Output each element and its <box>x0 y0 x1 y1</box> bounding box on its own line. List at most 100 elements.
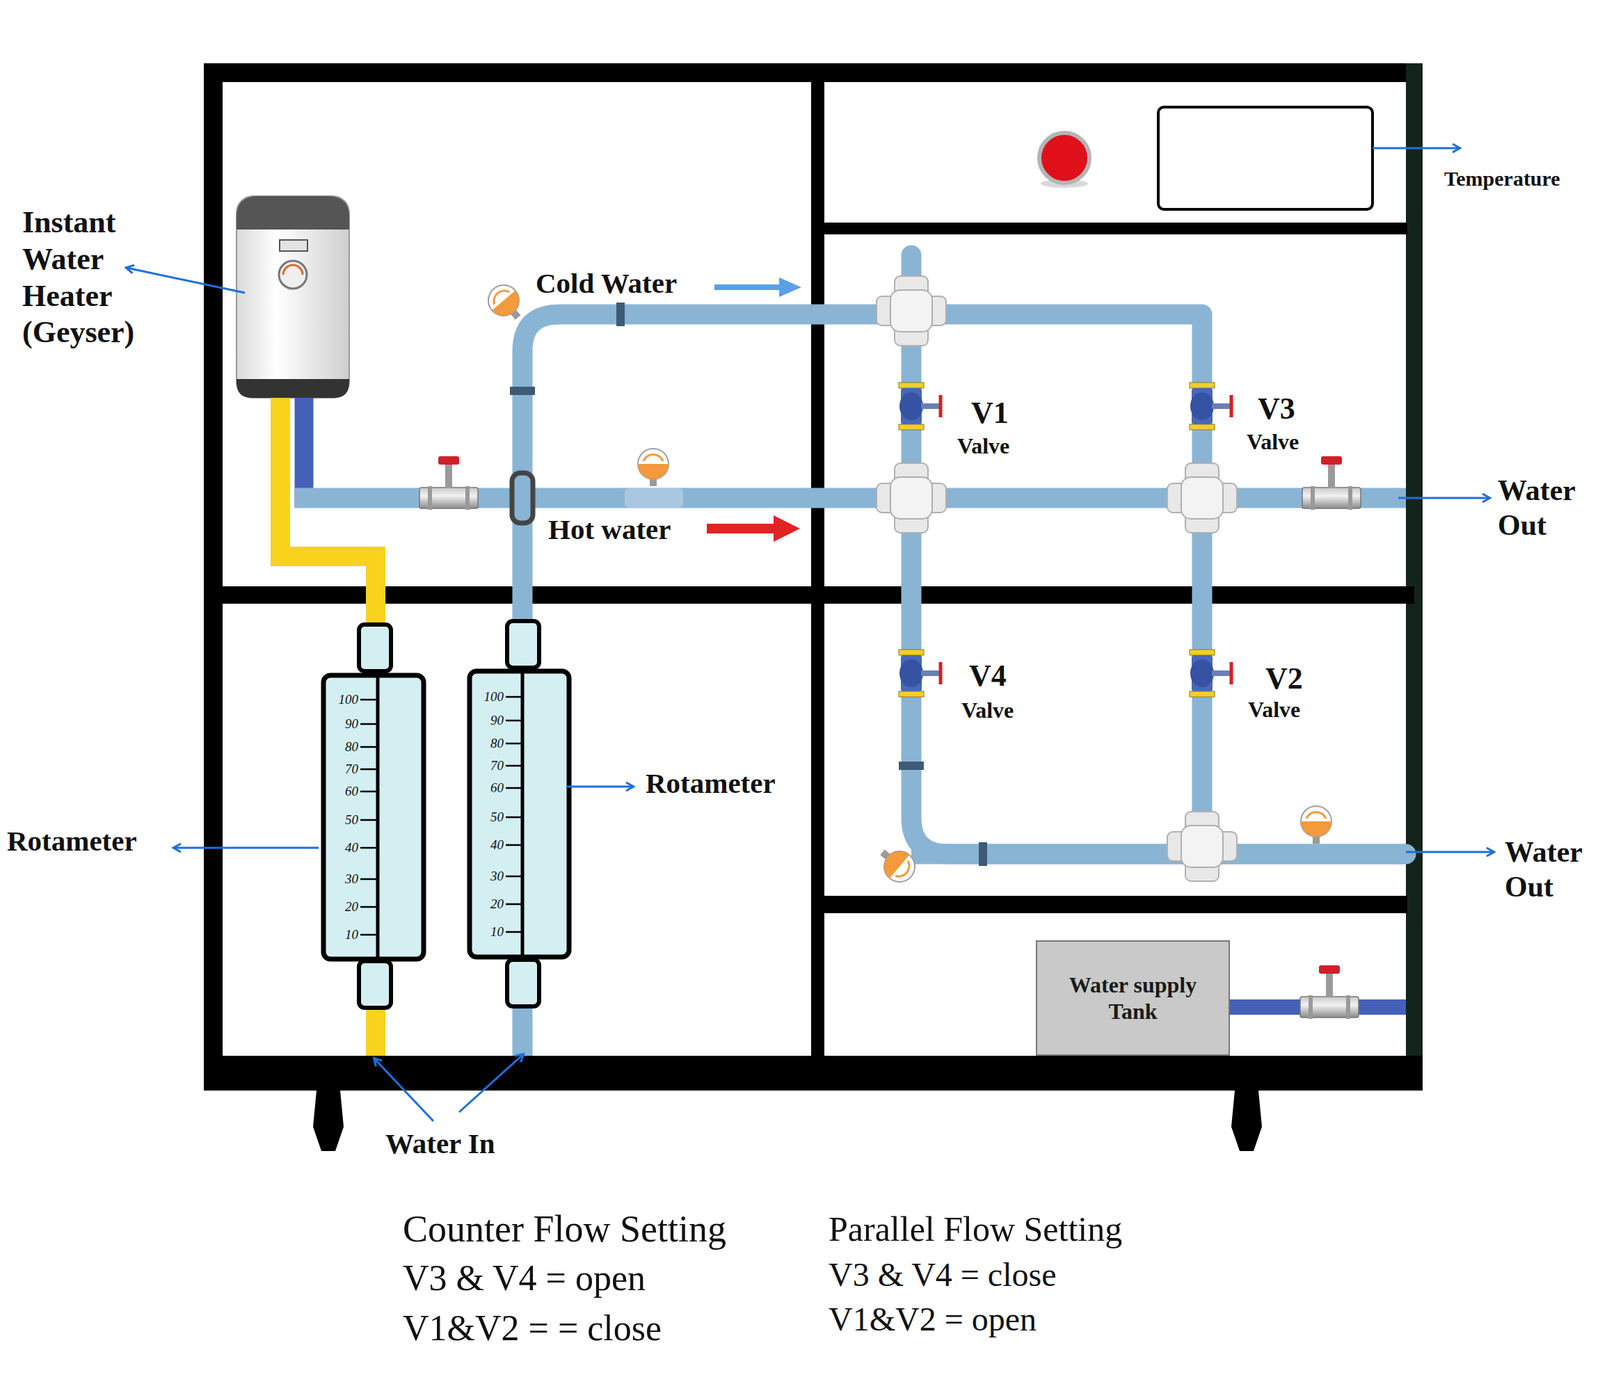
pipework <box>978 842 988 867</box>
tap-valve <box>419 456 1361 1020</box>
scale-number: 80 <box>345 739 359 756</box>
gate-valve <box>898 649 941 698</box>
rotameter-symbol <box>507 621 540 668</box>
gate-valve <box>898 382 1232 698</box>
leader-arrow <box>374 1058 434 1122</box>
scale-number: 40 <box>345 840 359 857</box>
rotameter-symbol <box>360 699 378 702</box>
scale-number: 10 <box>490 924 504 941</box>
leader-arrow <box>126 148 1494 1122</box>
rotameter-symbol <box>360 699 378 935</box>
cabinet-frame <box>824 896 1408 914</box>
flow-label: Cold Water <box>535 266 677 301</box>
rotameter-symbol <box>505 720 523 723</box>
cabinet-frame <box>811 63 825 1059</box>
leader-arrow <box>1405 851 1494 854</box>
setting-note: V3 & V4 = close <box>828 1254 1057 1296</box>
rotameter-symbol <box>505 931 523 934</box>
pipework <box>280 397 376 627</box>
leader-arrow <box>459 1054 524 1113</box>
scale-number: 30 <box>345 871 359 888</box>
water-heater <box>283 265 303 275</box>
valve-name: V2 <box>1265 660 1303 698</box>
indicator-lamp <box>1039 132 1090 188</box>
setting-title: Parallel Flow Setting <box>828 1208 1123 1251</box>
cold-flow-arrow <box>714 277 802 298</box>
cabinet-frame <box>824 222 1408 235</box>
four-way-fitting <box>876 463 947 533</box>
valve-label: Valve <box>1246 428 1299 455</box>
gate-valve <box>1189 382 1232 430</box>
rotameter-symbol <box>360 746 378 749</box>
rotameter-symbol <box>360 847 378 850</box>
pressure-gauge <box>872 841 922 889</box>
water-heater <box>236 379 350 398</box>
rotameter-symbol <box>360 878 378 881</box>
rotameter-symbol <box>505 816 523 819</box>
part-label: Temperature <box>1444 166 1561 192</box>
rotameter-symbol <box>505 875 523 878</box>
scale-number: 20 <box>345 899 359 916</box>
rotameter-symbol <box>469 621 570 1007</box>
node-text: Water supply Tank <box>1046 971 1219 1026</box>
pipework <box>280 255 1406 1056</box>
rotameter-symbol <box>521 671 525 958</box>
setting-title: Counter Flow Setting <box>402 1206 727 1253</box>
part-label: Instant Water Heater (Geyser) <box>22 204 162 352</box>
rotameter-symbol <box>505 697 523 933</box>
supply-tank: Water supply Tank <box>1035 940 1230 1056</box>
setting-note: V1&V2 = open <box>828 1299 1037 1340</box>
part-label: Water In <box>385 1126 496 1162</box>
rotameter-symbol <box>358 624 391 672</box>
tap-valve <box>1300 965 1359 1020</box>
scale-number: 30 <box>490 868 504 885</box>
scale-number: 60 <box>345 784 359 800</box>
cabinet-frame <box>203 63 223 1091</box>
valve-name: V1 <box>971 395 1009 432</box>
leader-arrow <box>1398 497 1490 500</box>
rotameter-symbol <box>505 787 523 790</box>
pipework <box>365 1006 386 1056</box>
rotameter-symbol <box>505 844 523 847</box>
setting-note: V1&V2 = = close <box>402 1307 662 1351</box>
rotameter-symbol <box>323 675 424 960</box>
four-way-fitting <box>876 276 947 346</box>
tap-valve <box>419 456 478 510</box>
pipework <box>616 302 625 327</box>
pipework <box>522 314 1203 847</box>
valve-label: Valve <box>961 697 1014 724</box>
part-label: Rotameter <box>6 824 138 859</box>
valve-name: V3 <box>1257 390 1296 428</box>
scale-number: 50 <box>490 809 504 826</box>
leader-arrow <box>1372 147 1460 150</box>
scale-number: 20 <box>490 896 504 913</box>
indicator-lamp <box>1039 132 1090 183</box>
cabinet-frame <box>203 63 1423 1091</box>
rotameter-symbol <box>376 675 380 960</box>
cabinet-frame <box>1405 63 1423 1091</box>
rotameter-symbol <box>469 671 570 958</box>
four-way-fitting <box>876 276 1237 882</box>
scale-number: 10 <box>345 927 359 944</box>
outlet-label: Water Out <box>1497 473 1589 544</box>
scale-number: 40 <box>490 837 504 854</box>
pipework <box>512 473 533 524</box>
pipework <box>898 761 924 771</box>
water-heater <box>236 196 350 398</box>
rotameter-symbol <box>505 696 523 699</box>
rotameter-symbol <box>360 790 378 794</box>
rotameter-symbol <box>360 819 378 822</box>
pressure-gauge <box>482 278 530 328</box>
setting-note: V3 & V4 = open <box>402 1257 646 1301</box>
leader-arrow <box>126 267 245 293</box>
rotameter-symbol <box>360 934 378 937</box>
scale-number: 60 <box>490 780 504 797</box>
leader-arrow <box>173 847 319 850</box>
cabinet-leg <box>313 1090 344 1152</box>
scale-number: 100 <box>338 692 359 709</box>
pipework <box>911 255 1406 855</box>
rotameter-symbol <box>360 906 378 909</box>
four-way-fitting <box>1167 463 1237 533</box>
water-heater <box>236 196 350 398</box>
